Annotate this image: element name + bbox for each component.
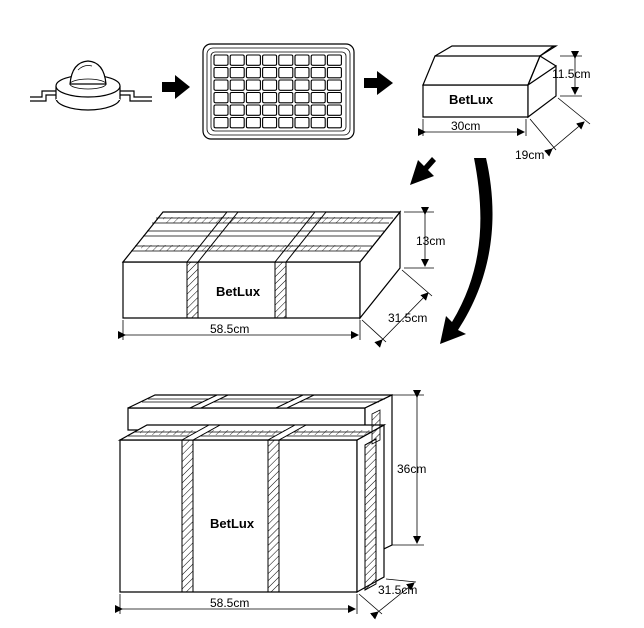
small-box-brand: BetLux [449,92,494,107]
tray-cell [294,104,310,116]
tray-cell [262,91,278,104]
tray-cell [245,54,261,66]
large-carton-width-label: 58.5cm [210,596,249,610]
medium-carton: BetLux 13cm 58.5cm 31.5cm [118,207,445,348]
tray-cell [294,116,310,129]
tray-cell [262,104,278,116]
tray-cell [310,116,326,129]
tray-cell [278,91,294,104]
large-carton-height-label: 36cm [397,462,426,476]
tray-cell [278,66,294,79]
tray-cell [310,91,326,104]
medium-carton-brand: BetLux [216,284,261,299]
tray-cell [294,79,310,91]
arrow-curved-down-icon [440,158,493,344]
large-carton-depth-label: 31.5cm [378,583,417,597]
arrow-right-icon [162,75,190,99]
tray-cell [213,91,229,104]
tray-cell [229,79,245,91]
arrow-down-left-icon [410,157,436,185]
tray-cell [294,66,310,79]
tray-cell [213,104,229,116]
tray-cell [326,116,342,129]
tray-cell [213,54,229,66]
tray-cell [278,104,294,116]
tray-cell [326,66,342,79]
large-carton-brand: BetLux [210,516,255,531]
tray-cell [278,54,294,66]
small-box-height-label: 11.5cm [552,67,590,81]
tray-cell [229,104,245,116]
tray-cell [262,54,278,66]
tray-cell [213,79,229,91]
tray-cell [262,116,278,129]
tray-cell [262,79,278,91]
tray-cell [262,66,278,79]
small-box: BetLux 11.5cm 30cm 19cm [418,45,590,162]
tray-cell [213,116,229,129]
tray-cell [245,104,261,116]
tray-cell [245,116,261,129]
arrow-right-icon [364,71,393,95]
tray-cell [310,79,326,91]
tray-cell [326,54,342,66]
medium-carton-depth-label: 31.5cm [388,311,427,325]
small-box-width-label: 30cm [451,119,480,133]
tray-cell [229,66,245,79]
medium-carton-height-label: 13cm [416,234,445,248]
tray-cell [310,54,326,66]
tray-cell [229,91,245,104]
medium-carton-width-label: 58.5cm [210,322,249,336]
tray-cell [294,91,310,104]
tray-cell [213,66,229,79]
tray-cell [294,54,310,66]
tray-cell [245,91,261,104]
large-carton: BetLux 36cm 58.5cm 31.5cm [115,390,426,620]
tray-cell [245,66,261,79]
tray-cell [310,66,326,79]
tray-cell [326,91,342,104]
small-box-depth-label: 19cm [515,148,544,162]
tray-cell [229,116,245,129]
tray-cell [326,79,342,91]
tray-cell [278,116,294,129]
tray-cell [326,104,342,116]
led-tray [202,43,355,140]
led-component [30,60,152,111]
tray-cell [278,79,294,91]
tray-cell [229,54,245,66]
tray-cell [310,104,326,116]
tray-cell [245,79,261,91]
